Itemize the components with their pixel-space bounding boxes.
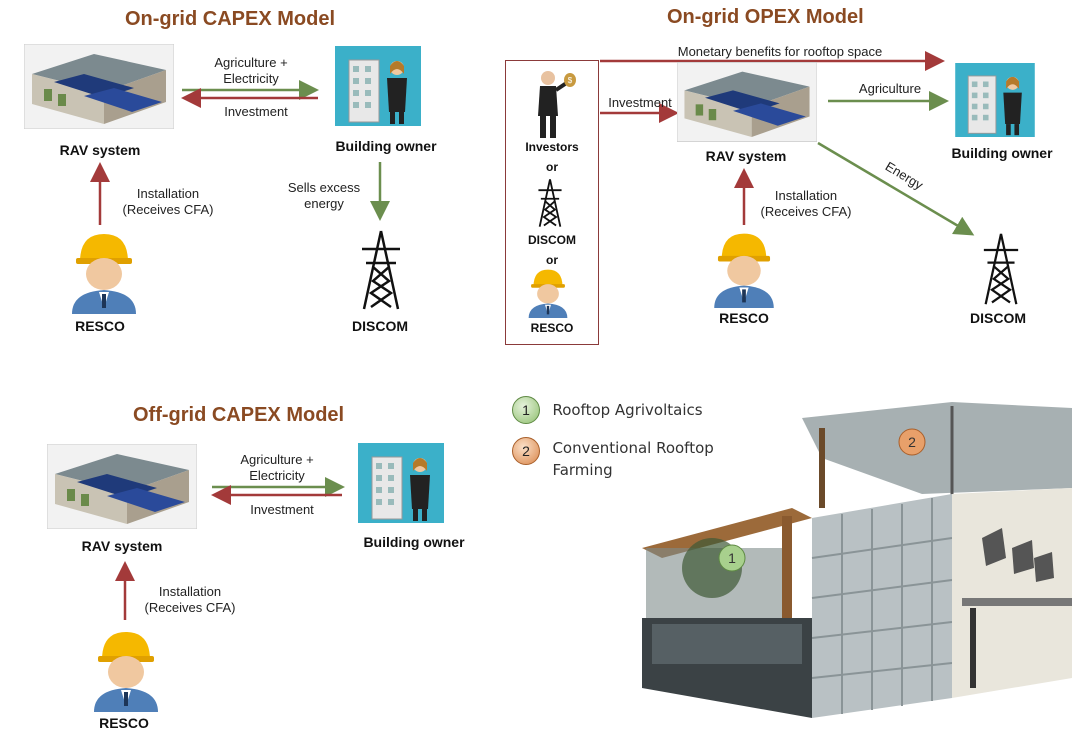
offgrid-title: Off-grid CAPEX Model: [133, 404, 345, 426]
opex-monetary-label: Monetary benefits for rooftop space: [677, 44, 883, 59]
building-render-image: 1 2: [642, 402, 1072, 718]
capex-building-owner-icon: [335, 46, 421, 126]
offgrid-install-label: Installation (Receives CFA): [144, 584, 236, 615]
opex-option-discom-tower-icon: [538, 179, 562, 227]
capex-title: On-grid CAPEX Model: [125, 8, 335, 30]
opex-option-or1-label: or: [546, 160, 558, 174]
capex-rav-label: RAV system: [59, 142, 141, 158]
opex-rav-system-icon: [677, 62, 817, 142]
offgrid-agri-label: Agriculture + Electricity: [240, 452, 314, 483]
opex-agri-label: Agriculture: [858, 81, 922, 96]
offgrid-building-owner-icon: [358, 443, 444, 523]
capex-agri-label: Agriculture + Electricity: [214, 55, 288, 86]
capex-invest-label: Investment: [224, 104, 288, 119]
opex-rav-label: RAV system: [705, 148, 787, 164]
render-marker-2: [898, 428, 926, 456]
capex-owner-label: Building owner: [335, 138, 437, 154]
capex-rav-system-icon: [24, 44, 174, 129]
legend-marker-1: 1: [512, 396, 540, 424]
opex-option-resco-icon: [528, 269, 568, 318]
opex-investor-options-box: [505, 60, 599, 345]
svg-text:2: 2: [908, 434, 916, 450]
capex-discom-tower-icon: [362, 230, 400, 310]
capex-sells-label: Sells excess energy: [287, 180, 361, 211]
offgrid-resco-worker-icon: [94, 632, 158, 712]
capex-resco-label: RESCO: [75, 318, 125, 334]
opex-building-owner-icon: [955, 63, 1035, 137]
capex-discom-label: DISCOM: [352, 318, 408, 334]
opex-option-discom-label: DISCOM: [528, 233, 576, 247]
svg-text:1: 1: [728, 550, 736, 566]
legend-item-2: 2 Conventional Rooftop Farming: [512, 437, 714, 481]
offgrid-resco-label: RESCO: [99, 715, 149, 731]
opex-option-investors-label: Investors: [525, 140, 579, 154]
legend-label-1: Rooftop Agrivoltaics: [552, 401, 703, 419]
opex-discom-tower-icon: [983, 233, 1019, 305]
offgrid-rav-label: RAV system: [81, 538, 163, 554]
svg-text:$: $: [568, 76, 573, 85]
opex-invest-label: Investment: [608, 95, 672, 110]
opex-option-or2-label: or: [546, 253, 558, 267]
opex-title: On-grid OPEX Model: [667, 6, 864, 28]
legend-label-2: Conventional Rooftop Farming: [552, 439, 714, 479]
opex-resco-label: RESCO: [719, 310, 769, 326]
opex-investor-icon: $: [538, 71, 576, 138]
render-marker-1: [718, 544, 746, 572]
legend-marker-2: 2: [512, 437, 540, 465]
opex-option-resco-label: RESCO: [530, 321, 574, 335]
opex-discom-label: DISCOM: [970, 310, 1026, 326]
opex-resco-worker-icon: [714, 233, 774, 308]
opex-owner-label: Building owner: [951, 145, 1053, 161]
legend-item-1: 1 Rooftop Agrivoltaics: [512, 396, 703, 424]
opex-install-label: Installation (Receives CFA): [760, 188, 852, 219]
capex-install-label: Installation (Receives CFA): [122, 186, 214, 217]
offgrid-invest-label: Investment: [250, 502, 314, 517]
capex-resco-worker-icon: [72, 234, 136, 314]
opex-energy-arrow: [817, 141, 975, 236]
offgrid-rav-system-icon: [47, 444, 197, 529]
offgrid-owner-label: Building owner: [363, 534, 465, 550]
